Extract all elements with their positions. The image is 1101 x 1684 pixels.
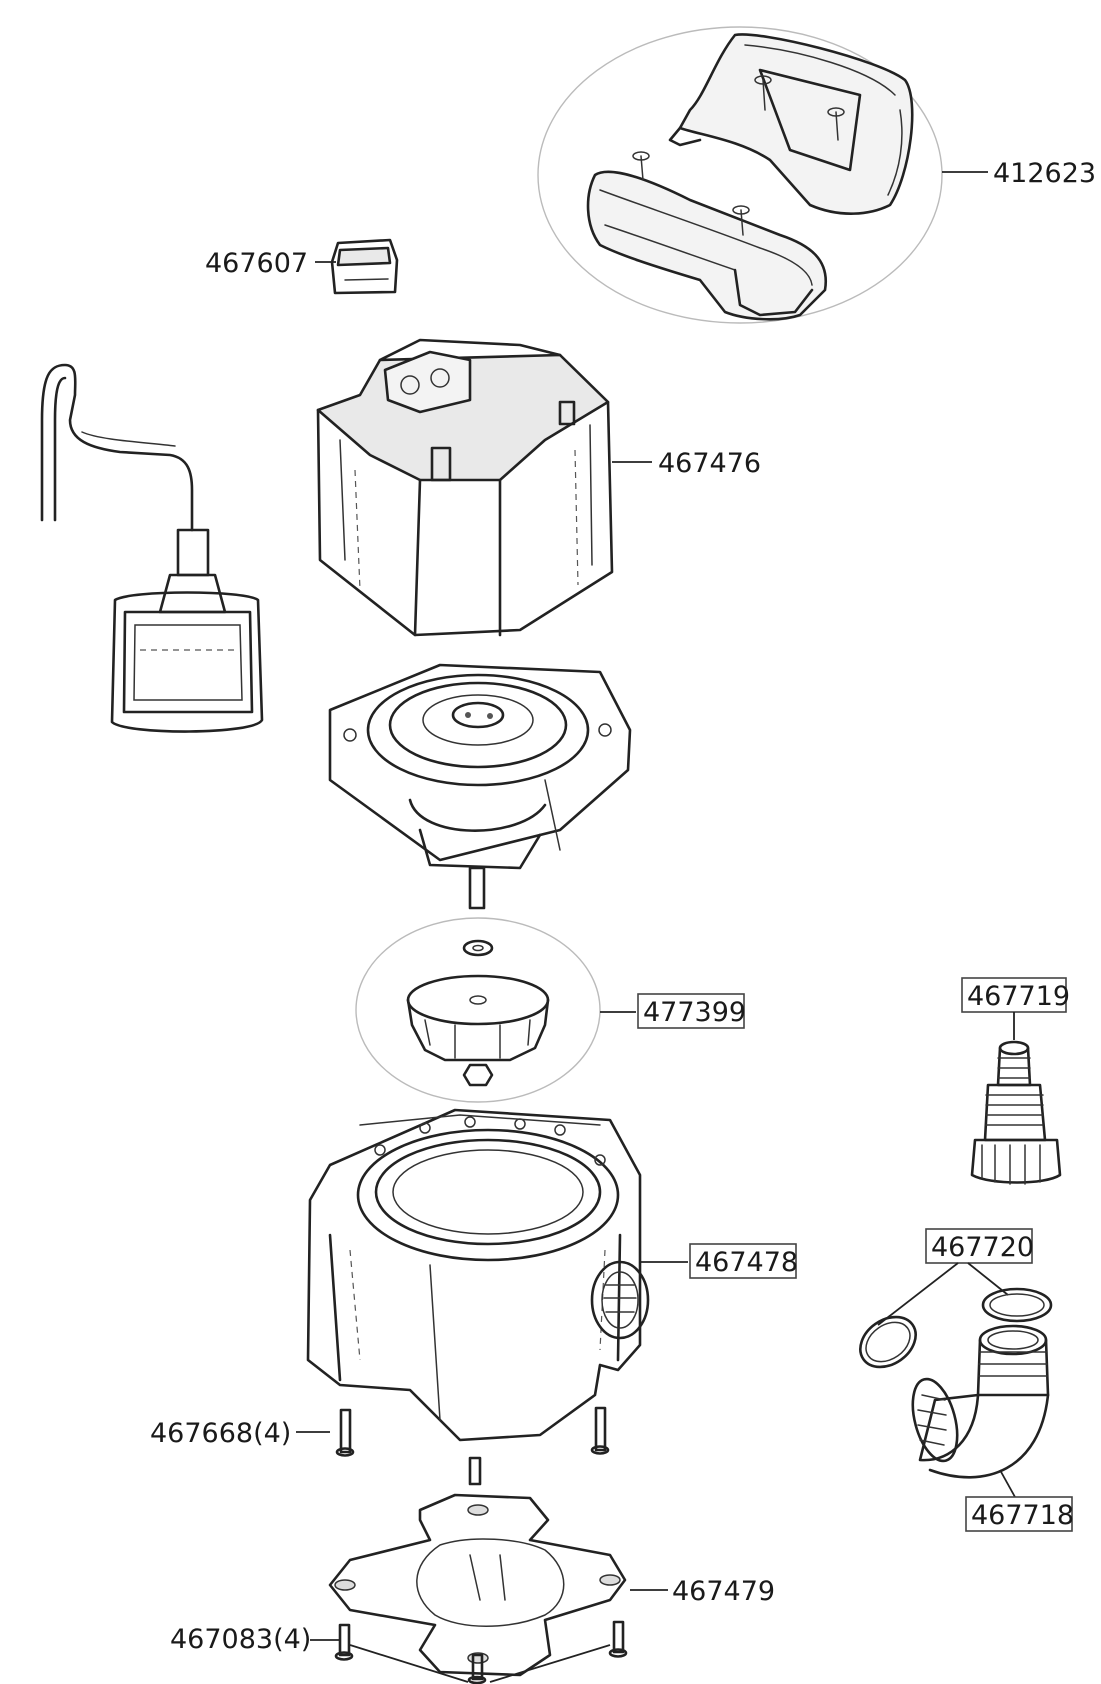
label-box-477399 (637, 993, 745, 1029)
label-467478: 467478 (695, 1247, 798, 1278)
part-base-plate: 467479 (328, 1493, 775, 1677)
label-467720: 467720 (931, 1232, 1034, 1263)
label-477399: 477399 (643, 997, 746, 1028)
label-467607: 467607 (205, 248, 308, 279)
part-handle-assembly: 412623 (537, 26, 1096, 324)
part-motor-unit (328, 663, 632, 910)
label-412623: 412623 (993, 158, 1096, 189)
part-elbow-fitting: 467718 (911, 1324, 1074, 1532)
part-hose-adapter: 467719 (961, 977, 1070, 1185)
label-box-467720 (925, 1228, 1033, 1264)
part-pump-housing: 467478 (306, 1108, 798, 1442)
label-467668: 467668(4) (150, 1418, 291, 1449)
label-box-467478 (689, 1243, 797, 1279)
part-base-screws: 467083(4) (170, 1620, 628, 1684)
label-467479: 467479 (672, 1576, 775, 1607)
part-impeller: 477399 (355, 917, 746, 1103)
label-467083: 467083(4) (170, 1624, 311, 1655)
label-box-467718 (965, 1496, 1073, 1532)
part-float-switch (40, 363, 264, 733)
part-motor-housing: 467476 (316, 338, 761, 637)
label-467719: 467719 (967, 981, 1070, 1012)
part-o-rings: 467720 (859, 1228, 1053, 1369)
part-pins: 467668(4) (150, 1406, 610, 1486)
label-467718: 467718 (971, 1500, 1074, 1531)
part-clip: 467607 (205, 238, 399, 295)
label-467476: 467476 (658, 448, 761, 479)
